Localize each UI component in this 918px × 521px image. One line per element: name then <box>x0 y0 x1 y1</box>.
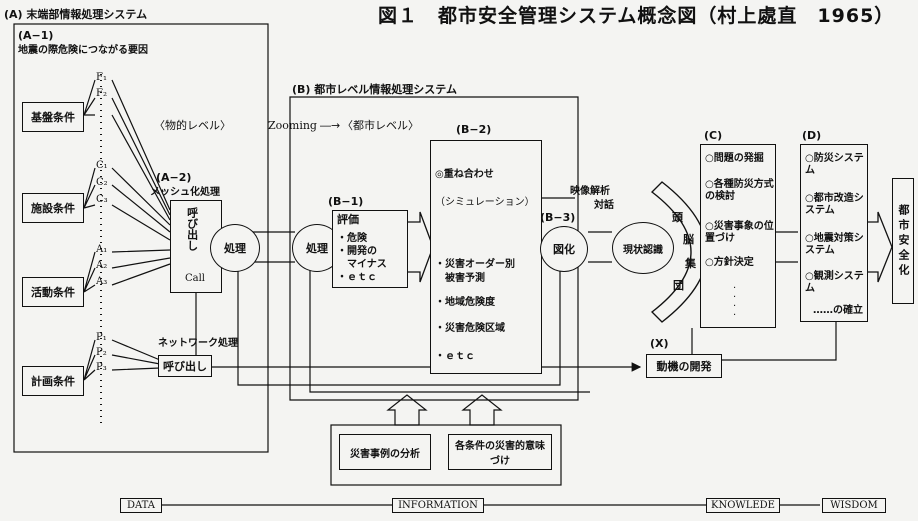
timeline-information: INFORMATION <box>392 498 484 513</box>
c-item: ○災害事象の位置づけ <box>705 221 774 244</box>
frame-a <box>13 23 269 453</box>
a2-subtitle: メッシュ化処理 <box>150 187 220 198</box>
b3-label: (B−3) <box>540 211 576 224</box>
zuka-circle: 図化 <box>540 226 588 272</box>
timeline-data: DATA <box>120 498 162 513</box>
timeline-knowledge: KNOWLEDE <box>706 498 780 513</box>
condition-facility: 施設条件 <box>22 193 84 223</box>
b1-item: マイナス <box>337 259 387 270</box>
meaning-box: 各条件の災害的意味づけ <box>448 434 552 470</box>
a1-label: (A−1) <box>18 29 54 42</box>
case-analysis-box: 災害事例の分析 <box>339 434 431 470</box>
c-item: ○各種防災方式の検討 <box>705 179 774 202</box>
frame-b <box>289 96 579 401</box>
condition-activity: 活動条件 <box>22 277 84 307</box>
call-text: 呼び出し <box>185 207 199 251</box>
condition-foundation: 基盤条件 <box>22 102 84 132</box>
call-en: Call <box>185 273 206 284</box>
d-box: ○防災システム ○都市改造システム ○地震対策システム ○観測システム ……の確… <box>800 144 868 322</box>
c-box: ○問題の発掘 ○各種防災方式の検討 ○災害事象の位置づけ ○方針決定 .... <box>700 144 776 328</box>
b2-item: 被害予測 <box>435 273 485 284</box>
factor-f2: F₂ <box>96 88 107 99</box>
b2-item: ・災害オーダー別 <box>435 259 515 270</box>
d-item: ○観測システム <box>805 271 864 294</box>
brain-char: 集 <box>685 257 696 270</box>
b2-label: (B−2) <box>456 123 492 136</box>
motive-box: 動機の開発 <box>646 354 722 378</box>
factor-a1: A₁ <box>96 244 108 255</box>
b1-box: 評価 ・危険 ・開発の マイナス ・ｅｔｃ <box>332 210 408 288</box>
d-item: ○都市改造システム <box>805 193 864 216</box>
a2-label: (A−2) <box>156 171 192 184</box>
process-circle-a: 処理 <box>210 224 260 272</box>
dialogue: 対話 <box>594 200 614 211</box>
c-label: (C) <box>704 129 723 142</box>
factor-f1: F₁ <box>96 72 107 83</box>
factor-a3: A₃ <box>96 276 108 287</box>
b1-title: 評価 <box>337 213 359 226</box>
x-label: (X) <box>650 337 669 350</box>
section-a-header: (A) 末端部情報処理システム <box>4 8 148 21</box>
d-item: ○防災システム <box>805 153 864 176</box>
b2-item: ・ｅｔｃ <box>435 351 475 362</box>
zooming-text: Zooming <box>268 119 317 132</box>
b2-simulation: （シミュレーション） <box>435 197 535 208</box>
condition-planning: 計画条件 <box>22 366 84 396</box>
brain-char: 頭 <box>672 211 683 224</box>
d-item: ……の確立 <box>813 305 863 316</box>
b1-item: ・ｅｔｃ <box>337 272 377 283</box>
c-item: ○方針決定 <box>705 257 754 268</box>
network-label: ネットワーク処理 <box>158 338 238 349</box>
b2-overlay: ◎重ね合わせ <box>435 169 494 180</box>
diagram-title: 図１ 都市安全管理システム概念図（村上處直 1965） <box>378 5 895 27</box>
factor-c1: C₁ <box>96 160 108 171</box>
factor-c3: C₃ <box>96 194 108 205</box>
b1-item: ・危険 <box>337 233 367 244</box>
output-box: 都市安全化 <box>892 178 914 304</box>
factor-c2: C₂ <box>96 177 108 188</box>
timeline-wisdom: WISDOM <box>822 498 886 513</box>
video-analysis: 映像解析 <box>570 186 610 197</box>
physical-level: 〈物的レベル〉 <box>154 119 231 132</box>
a1-subtitle: 地震の際危険につながる要因 <box>18 45 148 56</box>
network-call-box: 呼び出し <box>158 355 212 377</box>
c-item: ○問題の発掘 <box>705 153 764 164</box>
b1-item: ・開発の <box>337 246 377 257</box>
brain-char: 脳 <box>683 233 694 246</box>
factor-a2: A₂ <box>96 260 108 271</box>
brain-char: 団 <box>673 279 684 292</box>
d-label: (D) <box>802 129 822 142</box>
section-b-header: (B) 都市レベル情報処理システム <box>292 83 457 96</box>
b1-label: (B−1) <box>328 195 364 208</box>
b2-item: ・地域危険度 <box>435 297 495 308</box>
city-level: 〈都市レベル〉 <box>342 119 419 132</box>
b2-box: ◎重ね合わせ （シミュレーション） ・災害オーダー別 被害予測 ・地域危険度 ・… <box>430 140 542 374</box>
b2-item: ・災害危険区域 <box>435 323 505 334</box>
factor-p3: P₃ <box>96 362 107 373</box>
factor-p2: P₂ <box>96 347 107 358</box>
d-item: ○地震対策システム <box>805 233 864 256</box>
factor-p1: P₁ <box>96 332 107 343</box>
situation-circle: 現状認識 <box>612 222 674 274</box>
